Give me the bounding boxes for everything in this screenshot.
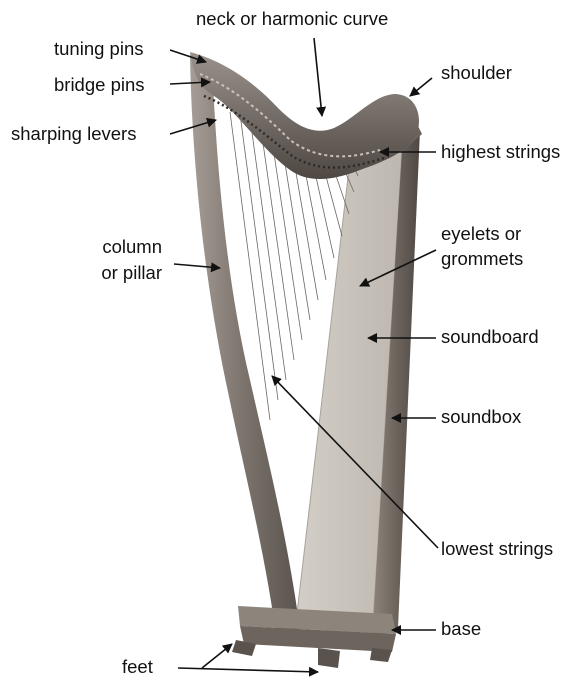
label-soundbox: soundbox bbox=[441, 406, 521, 428]
label-eyelets: eyelets or bbox=[441, 223, 521, 245]
label-column-pillar: or pillar bbox=[72, 262, 162, 284]
label-feet: feet bbox=[122, 656, 153, 678]
label-column: column bbox=[90, 236, 162, 258]
label-tuning-pins: tuning pins bbox=[54, 38, 143, 60]
arrow-feet-middle bbox=[178, 668, 318, 672]
label-grommets: grommets bbox=[441, 248, 523, 270]
arrow-shoulder bbox=[410, 78, 432, 96]
label-base: base bbox=[441, 618, 481, 640]
label-soundboard: soundboard bbox=[441, 326, 539, 348]
harp-foot-middle bbox=[318, 648, 340, 668]
arrow-feet-left bbox=[202, 644, 232, 668]
arrow-neck bbox=[314, 38, 322, 116]
label-shoulder: shoulder bbox=[441, 62, 512, 84]
label-lowest-strings: lowest strings bbox=[441, 538, 553, 560]
label-highest-strings: highest strings bbox=[441, 141, 560, 163]
label-bridge-pins: bridge pins bbox=[54, 74, 145, 96]
harp-foot-right bbox=[370, 648, 392, 662]
label-sharping-levers: sharping levers bbox=[11, 123, 136, 145]
neck-harmonic-curve bbox=[190, 52, 419, 179]
label-neck: neck or harmonic curve bbox=[196, 8, 388, 30]
